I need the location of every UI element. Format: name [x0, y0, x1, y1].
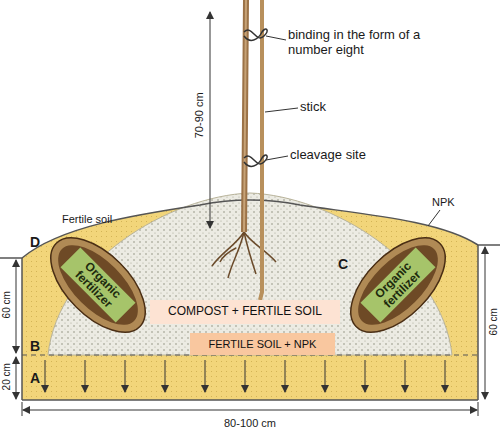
pit-wall: [21, 258, 23, 400]
binding-loop: [244, 29, 267, 40]
layer-letter: B: [30, 338, 50, 354]
support-stick: [260, 0, 262, 300]
binding-loop: [244, 155, 267, 166]
layer-letter: A: [30, 370, 50, 386]
dimension-label: 70-90 cm: [193, 75, 206, 155]
down-arrow: [405, 360, 406, 392]
dimension-arrow: [210, 12, 211, 228]
down-arrow: [165, 360, 166, 392]
oval-core: [45, 232, 151, 338]
down-arrow: [245, 360, 246, 392]
callout-label: stick: [300, 100, 360, 115]
root: [228, 232, 244, 278]
pit-bottom: [22, 399, 478, 401]
dimension-tick: [22, 402, 23, 416]
callout-label: cleavage site: [290, 148, 410, 163]
down-arrow: [125, 360, 126, 392]
oval-ring: [334, 221, 461, 348]
layer-box: COMPOST + FERTILE SOIL: [150, 300, 340, 324]
layer-label: FERTILE SOIL + NPK: [209, 338, 317, 350]
down-arrow: [205, 360, 206, 392]
oval-core: [345, 232, 451, 338]
layer-label: COMPOST + FERTILE SOIL: [168, 305, 322, 318]
down-arrow: [445, 360, 446, 392]
callout-label: NPK: [432, 196, 472, 209]
down-arrow: [85, 360, 86, 392]
leader-line: [266, 156, 288, 160]
drainage-arrows: [45, 360, 445, 392]
down-arrow: [45, 360, 46, 392]
down-arrow: [325, 360, 326, 392]
leader-line: [428, 210, 440, 226]
layer-letter: D: [30, 234, 50, 250]
layer-letter: C: [338, 256, 358, 272]
leader-line: [265, 108, 298, 112]
pit-wall: [477, 245, 479, 400]
dimension-arrow: [16, 357, 17, 399]
dimension-label: 60 cm: [1, 280, 13, 330]
down-arrow: [285, 360, 286, 392]
dimension-arrow: [485, 247, 486, 399]
dimension-tick: [478, 402, 479, 416]
callout-label: binding in the form of a number eight: [288, 28, 423, 58]
root: [220, 248, 236, 262]
dimension-arrow: [16, 260, 17, 353]
leader-line: [266, 36, 286, 40]
down-arrow: [365, 360, 366, 392]
tree-trunk: [244, 0, 246, 232]
dimension-label: 60 cm: [488, 297, 500, 347]
tree-trunk-highlight: [244, 0, 246, 232]
dimension-label: 20 cm: [1, 357, 13, 397]
callout-label: Fertile soil: [62, 213, 142, 226]
oval-ring: [34, 221, 161, 348]
dimension-label: 80-100 cm: [205, 417, 295, 430]
dimension-arrow: [23, 410, 477, 411]
layer-box: FERTILE SOIL + NPK: [190, 333, 335, 355]
roots: [212, 232, 276, 278]
